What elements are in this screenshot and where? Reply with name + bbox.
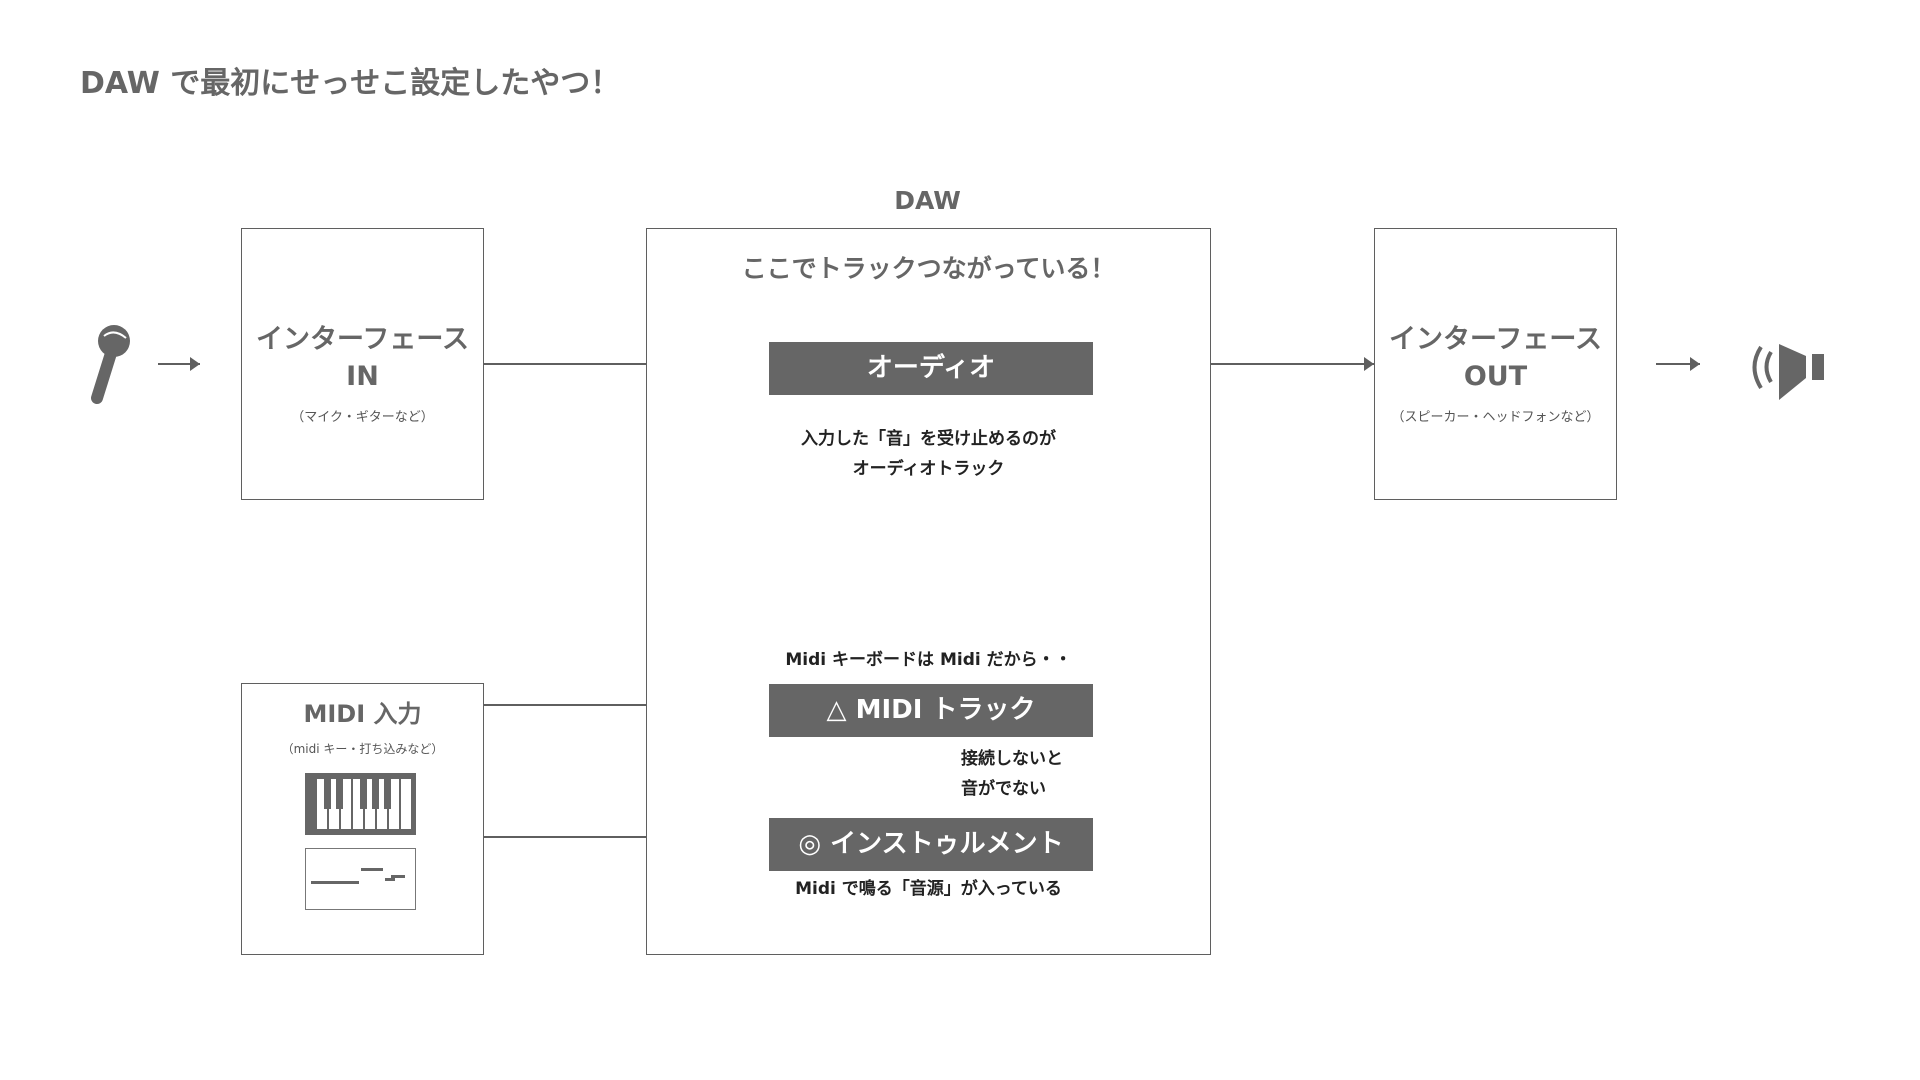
interface-out-sub: （スピーカー・ヘッドフォンなど）: [1391, 410, 1600, 425]
interface-in-sub: （マイク・ギターなど）: [291, 410, 434, 425]
instrument-track[interactable]: ◎ インストゥルメント: [769, 818, 1093, 871]
connect-note-line1: 接続しないと: [961, 749, 1063, 769]
midi-input-sub: （midi キー・打ち込みなど）: [281, 742, 444, 756]
audio-track[interactable]: オーディオ: [769, 342, 1093, 395]
interface-out-box: インターフェース OUT （スピーカー・ヘッドフォンなど）: [1374, 228, 1617, 500]
page-title: DAW で最初にせっせこ設定したやつ！: [80, 66, 621, 101]
interface-in-line2: IN: [346, 361, 379, 392]
interface-in-box: インターフェース IN （マイク・ギターなど）: [241, 228, 484, 500]
daw-label: DAW: [894, 186, 961, 215]
piano-roll-icon: [305, 848, 416, 910]
instrument-note: Midi で鳴る「音源」が入っている: [795, 879, 1062, 899]
midi-input-title: MIDI 入力: [303, 700, 422, 728]
interface-in-line1: インターフェース: [255, 324, 470, 355]
midi-keyboard-note: Midi キーボードは Midi だから・・: [785, 650, 1072, 670]
connect-note-line2: 音がでない: [961, 779, 1046, 799]
audio-note-line2: オーディオトラック: [852, 459, 1005, 479]
interface-out-line1: インターフェース: [1388, 324, 1603, 355]
interface-out-line2: OUT: [1463, 361, 1528, 392]
midi-input-box: MIDI 入力 （midi キー・打ち込みなど）: [241, 683, 484, 955]
midi-track[interactable]: △ MIDI トラック: [769, 684, 1093, 737]
speaker-icon: [1752, 344, 1824, 400]
audio-note-line1: 入力した「音」を受け止めるのが: [801, 429, 1056, 449]
daw-caption: ここでトラックつながっている！: [741, 254, 1116, 283]
microphone-icon: [91, 325, 130, 404]
piano-keyboard-icon: [305, 773, 416, 835]
